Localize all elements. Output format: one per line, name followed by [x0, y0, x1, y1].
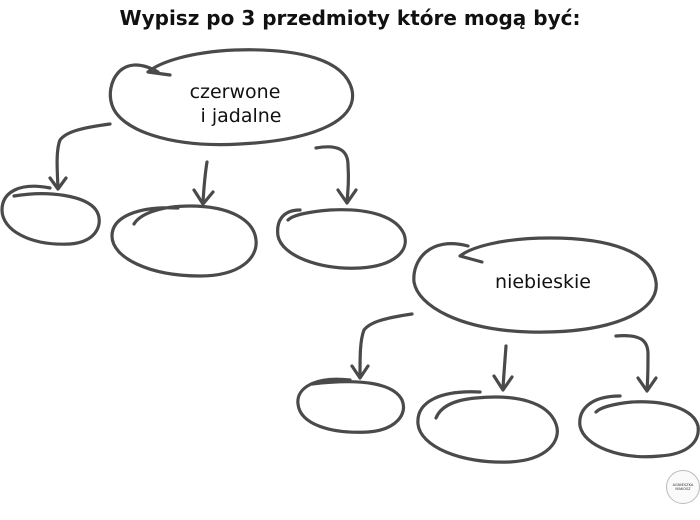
- arrow-1-right-head: [336, 188, 358, 205]
- answer-oval-2-1: [296, 377, 406, 434]
- logo-text-line2: MAKOSZ: [675, 487, 691, 491]
- arrow-2-right: [614, 334, 650, 392]
- category-label-line1: czerwone: [189, 81, 281, 103]
- author-logo: AGNIESZKA MAKOSZ: [666, 470, 700, 504]
- arrows-group-1: [48, 122, 358, 206]
- arrow-2-left-head: [350, 364, 370, 380]
- arrow-2-middle: [501, 344, 508, 390]
- category-label-blue: niebieskie: [488, 270, 598, 294]
- answer-oval-1-2: [110, 204, 258, 278]
- arrow-2-middle-head: [492, 374, 514, 392]
- arrow-1-right: [314, 145, 351, 204]
- answer-oval-2-3: [578, 394, 700, 459]
- answer-oval-1-3: [276, 208, 407, 270]
- arrow-2-right-head: [636, 376, 658, 393]
- answer-oval-1-1: [0, 184, 101, 246]
- arrow-1-left-head: [48, 176, 68, 191]
- logo-text-line1: AGNIESZKA: [672, 483, 694, 487]
- category-label-line1: niebieskie: [495, 271, 591, 293]
- worksheet-title: Wypisz po 3 przedmioty które mogą być:: [119, 6, 581, 30]
- category-bubble-blue: [412, 236, 658, 334]
- arrow-2-left: [358, 312, 414, 378]
- answer-oval-2-2: [416, 390, 559, 464]
- arrow-1-middle: [201, 160, 209, 204]
- category-label-line2: i jadalne: [200, 105, 282, 127]
- answer-ovals-group-1: [0, 184, 407, 278]
- arrow-1-left: [55, 122, 112, 190]
- answer-ovals-group-2: [296, 377, 700, 464]
- arrow-1-middle-head: [192, 188, 215, 206]
- category-bubble-red-edible: [108, 48, 355, 147]
- category-label-red-edible: czerwone i jadalne: [180, 80, 290, 128]
- arrows-group-2: [350, 312, 658, 393]
